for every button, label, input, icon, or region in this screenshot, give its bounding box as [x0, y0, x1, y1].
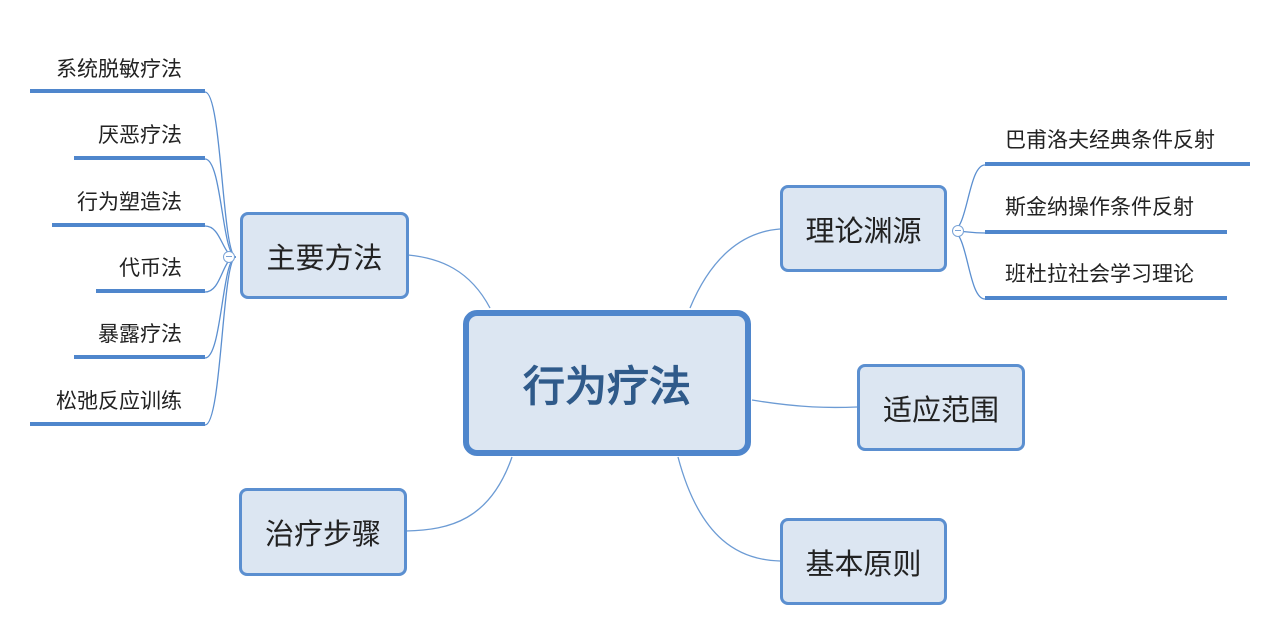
topic-theory[interactable]: 理论渊源	[780, 185, 947, 272]
topic-scope[interactable]: 适应范围	[857, 364, 1025, 451]
subtopic-underline	[985, 162, 1250, 166]
collapse-theory-icon[interactable]	[952, 225, 964, 237]
subtopic-underline	[30, 422, 205, 426]
subtopic-label[interactable]: 行为塑造法	[77, 190, 182, 214]
subtopic-underline	[52, 223, 205, 227]
subtopic-underline	[985, 230, 1227, 234]
subtopic-underline	[985, 296, 1227, 300]
subtopic-label[interactable]: 斯金纳操作条件反射	[1005, 195, 1194, 219]
central-topic[interactable]: 行为疗法	[463, 310, 751, 456]
subtopic-underline	[96, 289, 205, 293]
subtopic-label[interactable]: 巴甫洛夫经典条件反射	[1005, 128, 1215, 152]
subtopic-label[interactable]: 代币法	[119, 256, 182, 280]
topic-methods[interactable]: 主要方法	[240, 212, 409, 299]
collapse-methods-icon[interactable]	[223, 251, 235, 263]
subtopic-label[interactable]: 暴露疗法	[98, 322, 182, 346]
subtopic-label[interactable]: 系统脱敏疗法	[56, 57, 182, 81]
subtopic-label[interactable]: 班杜拉社会学习理论	[1005, 262, 1194, 286]
subtopic-underline	[30, 89, 205, 93]
subtopic-underline	[74, 156, 205, 160]
subtopic-label[interactable]: 松弛反应训练	[56, 389, 182, 413]
topic-steps[interactable]: 治疗步骤	[239, 488, 407, 576]
topic-principles[interactable]: 基本原则	[780, 518, 947, 605]
subtopic-label[interactable]: 厌恶疗法	[98, 123, 182, 147]
subtopic-underline	[74, 355, 205, 359]
